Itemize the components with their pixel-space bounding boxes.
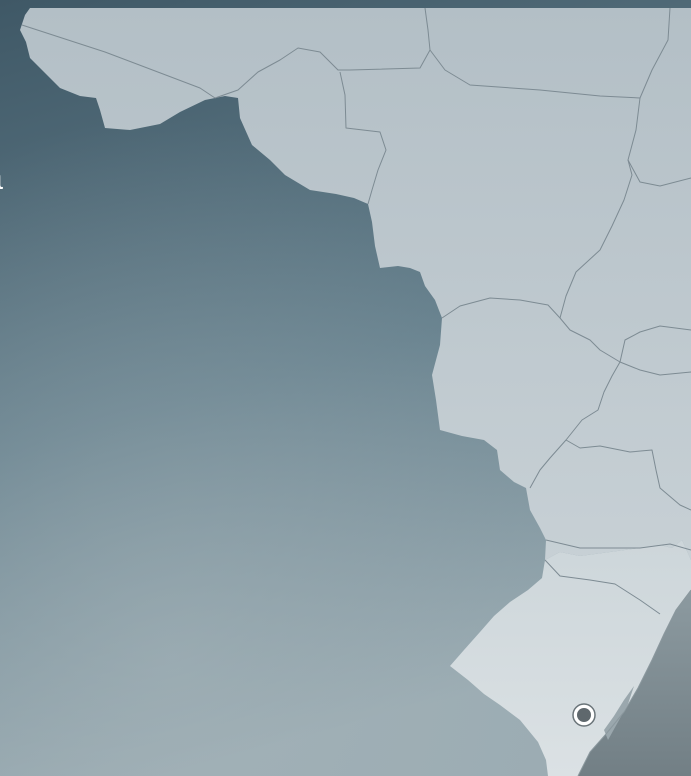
location-dot-icon[interactable]: [572, 703, 596, 727]
land-main: [20, 8, 691, 560]
land-south: [450, 540, 691, 776]
map-label-clipped: a: [0, 158, 3, 198]
state-borders: [21, 7, 691, 615]
coastline: [577, 589, 691, 776]
ocean-right: [578, 590, 691, 776]
